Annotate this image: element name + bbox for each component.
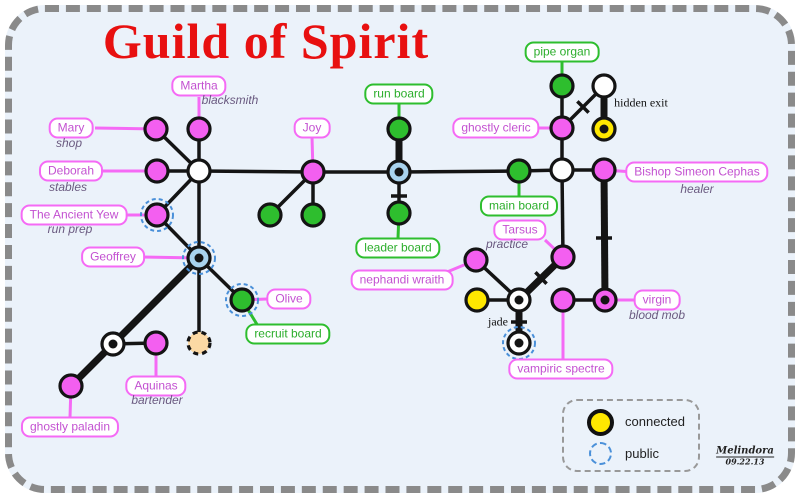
edge-hub-east--tarsus xyxy=(560,169,565,258)
label-nephandi-wraith: nephandi wraith xyxy=(350,269,454,291)
updown-dot-junction-sw xyxy=(108,339,118,349)
signature-date: 09.22.13 xyxy=(725,456,765,467)
label-run-board: run board xyxy=(364,83,434,105)
node-ancient-yew xyxy=(144,202,170,228)
label-olive: Olive xyxy=(266,288,312,310)
edge-bishop--virgin xyxy=(600,169,609,301)
label-geoffrey: Geoffrey xyxy=(81,246,145,268)
node-run-board xyxy=(386,116,412,142)
door-tick xyxy=(534,271,548,285)
edge-run-hub--main-board xyxy=(398,169,520,174)
node-unexplored xyxy=(186,330,212,356)
connected-swatch-icon xyxy=(587,409,614,436)
label-main-board: main board xyxy=(479,195,559,217)
node-ghostly-paladin xyxy=(58,373,84,399)
door-tick xyxy=(576,100,590,114)
note-hidden-exit: hidden exit xyxy=(614,95,668,110)
node-martha xyxy=(186,116,212,142)
sublabel-deborah: stables xyxy=(48,180,88,194)
label-mary: Mary xyxy=(48,117,94,139)
label-vampiric-spectre: vampiric spectre xyxy=(508,358,614,380)
node-vampiric-spectre xyxy=(550,287,576,313)
note-jade: jade xyxy=(488,314,508,329)
legend-connected-label: connected xyxy=(625,414,685,429)
edge-geoffrey--junction-sw xyxy=(110,255,202,347)
label-joy: Joy xyxy=(293,117,331,139)
updown-dot-hidden-exit-connected xyxy=(599,124,609,134)
sublabel-ancient-yew: run prep xyxy=(47,222,93,236)
sublabel-martha: blacksmith xyxy=(201,93,259,107)
updown-dot-public-lower xyxy=(514,338,524,348)
public-ring-olive xyxy=(225,283,259,317)
edge-hub-west--joy xyxy=(198,169,314,174)
signature-name: Melindora xyxy=(716,445,774,458)
label-leader-board: leader board xyxy=(355,237,441,259)
node-bishop xyxy=(591,157,617,183)
updown-dot-jade-hub xyxy=(514,295,524,305)
label-bishop: Bishop Simeon Cephas xyxy=(625,161,769,183)
node-joy xyxy=(300,159,326,185)
sublabel-virgin: blood mob xyxy=(628,308,686,322)
node-olive xyxy=(229,287,255,313)
node-mary xyxy=(143,116,169,142)
sublabel-bishop: healer xyxy=(680,182,714,196)
node-joy-green-2 xyxy=(300,202,326,228)
legend: connected public xyxy=(562,399,700,472)
node-hub-west xyxy=(186,158,212,184)
node-pipe-organ xyxy=(549,73,575,99)
sublabel-mary: shop xyxy=(55,136,83,150)
label-ancient-yew: The Ancient Yew xyxy=(20,204,128,226)
node-deborah xyxy=(144,158,170,184)
public-swatch-icon xyxy=(589,442,612,465)
node-hidden-exit-room xyxy=(591,73,617,99)
page-title: Guild of Spirit xyxy=(102,13,430,69)
label-virgin: virgin xyxy=(633,289,681,311)
node-leader-board xyxy=(386,200,412,226)
node-nephandi-wraith xyxy=(463,247,489,273)
node-jade-connected xyxy=(464,287,490,313)
node-aquinas xyxy=(143,330,169,356)
sublabel-aquinas: bartender xyxy=(131,393,183,407)
updown-dot-geoffrey xyxy=(194,253,204,263)
node-hub-east xyxy=(549,157,575,183)
label-ghostly-cleric: ghostly cleric xyxy=(452,117,540,139)
label-deborah: Deborah xyxy=(38,160,104,182)
node-tarsus xyxy=(550,244,576,270)
legend-public-label: public xyxy=(625,446,659,461)
updown-dot-virgin xyxy=(600,295,610,305)
public-ring-geoffrey xyxy=(182,241,216,275)
label-aquinas: Aquinas xyxy=(125,375,187,397)
updown-dot-run-hub xyxy=(394,167,404,177)
label-recruit-board: recruit board xyxy=(245,323,331,345)
node-main-board xyxy=(506,158,532,184)
signature: Melindora 09.22.13 xyxy=(716,446,774,467)
sublabel-tarsus: practice xyxy=(485,237,529,251)
label-pipe-organ: pipe organ xyxy=(524,41,600,63)
node-ghostly-cleric xyxy=(549,115,575,141)
label-tarsus: Tarsus xyxy=(493,219,547,241)
node-joy-green-1 xyxy=(257,202,283,228)
label-ghostly-paladin: ghostly paladin xyxy=(20,416,120,438)
label-martha: Martha xyxy=(171,75,227,97)
public-ring-ancient-yew xyxy=(140,198,174,232)
